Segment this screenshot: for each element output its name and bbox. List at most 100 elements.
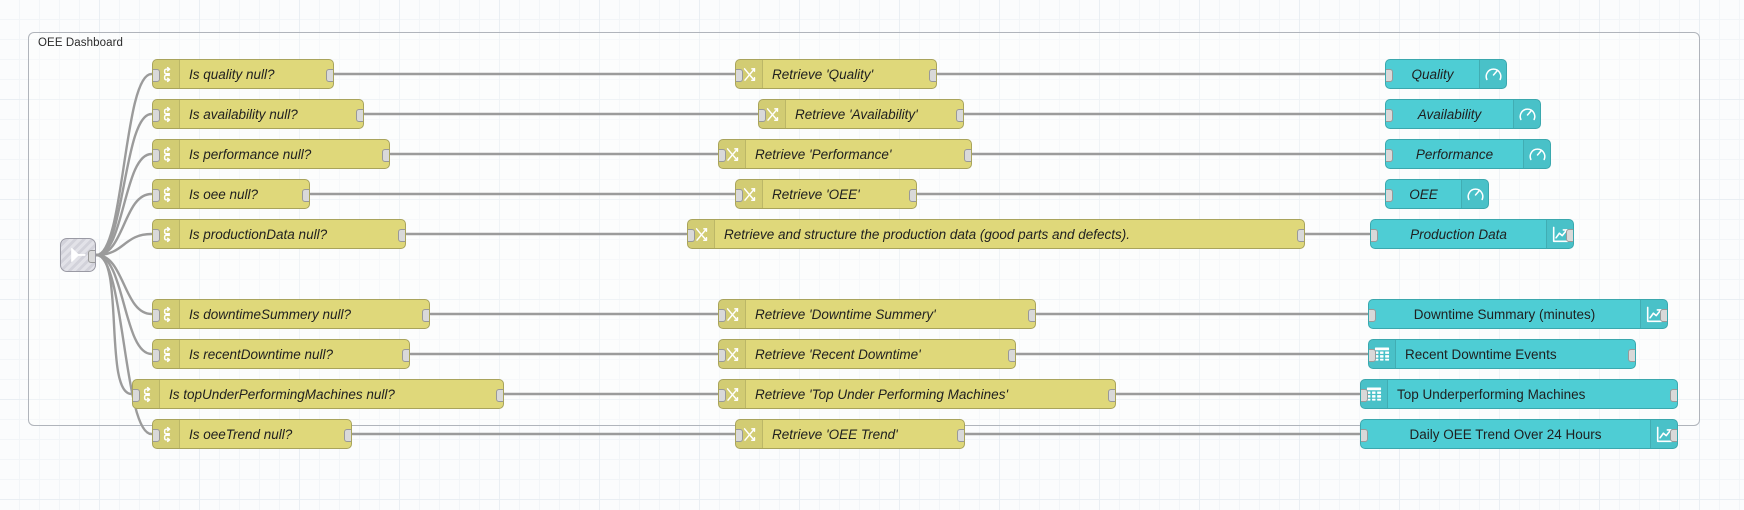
output-port[interactable] [929, 68, 936, 82]
node-label: Retrieve and structure the production da… [724, 226, 1130, 242]
input-port[interactable] [719, 148, 726, 162]
switch-is-productiondata-null[interactable]: Is productionData null? [152, 219, 406, 249]
output-port[interactable] [356, 108, 363, 122]
input-port[interactable] [1386, 108, 1393, 122]
input-port[interactable] [153, 188, 160, 202]
input-port[interactable] [153, 308, 160, 322]
input-port[interactable] [153, 348, 160, 362]
ui-gauge-performance[interactable]: Performance [1385, 139, 1551, 169]
output-port[interactable] [1008, 348, 1015, 362]
input-port[interactable] [719, 348, 726, 362]
node-label: Top Underperforming Machines [1397, 386, 1586, 402]
output-port[interactable] [398, 228, 405, 242]
input-port[interactable] [1361, 428, 1368, 442]
node-label: Is topUnderPerformingMachines null? [169, 386, 395, 402]
output-port[interactable] [1670, 428, 1677, 442]
switch-is-performance-null[interactable]: Is performance null? [152, 139, 390, 169]
switch-is-oee-null[interactable]: Is oee null? [152, 179, 310, 209]
output-port[interactable] [1028, 308, 1035, 322]
input-port[interactable] [153, 428, 160, 442]
output-port[interactable] [1628, 348, 1635, 362]
input-port[interactable] [1386, 68, 1393, 82]
ui-chart-daily-oee-trend[interactable]: Daily OEE Trend Over 24 Hours [1360, 419, 1678, 449]
change-retrieve-recent-downtime[interactable]: Retrieve 'Recent Downtime' [718, 339, 1016, 369]
node-label: OEE [1409, 186, 1438, 202]
ui-gauge-availability[interactable]: Availability [1385, 99, 1541, 129]
input-port[interactable] [153, 68, 160, 82]
input-port[interactable] [1386, 188, 1393, 202]
output-port[interactable] [1108, 388, 1115, 402]
input-port[interactable] [1369, 308, 1376, 322]
output-port[interactable] [344, 428, 351, 442]
input-port[interactable] [1386, 148, 1393, 162]
ui-chart-downtime-summary[interactable]: Downtime Summary (minutes) [1368, 299, 1668, 329]
output-port[interactable] [402, 348, 409, 362]
input-port[interactable] [719, 308, 726, 322]
node-label: Is downtimeSummery null? [189, 306, 352, 322]
link-in-node[interactable] [60, 238, 96, 272]
node-label: Performance [1415, 146, 1494, 162]
input-port[interactable] [736, 428, 743, 442]
output-port[interactable] [909, 188, 916, 202]
input-port[interactable] [133, 388, 140, 402]
ui-table-top-machines[interactable]: Top Underperforming Machines [1360, 379, 1678, 409]
change-retrieve-quality[interactable]: Retrieve 'Quality' [735, 59, 937, 89]
node-label: Is availability null? [189, 106, 298, 122]
ui-gauge-quality[interactable]: Quality [1385, 59, 1507, 89]
change-retrieve-downtime-sum[interactable]: Retrieve 'Downtime Summery' [718, 299, 1036, 329]
input-port[interactable] [719, 388, 726, 402]
output-port[interactable] [1566, 228, 1573, 242]
switch-is-oeetrend-null[interactable]: Is oeeTrend null? [152, 419, 352, 449]
input-port[interactable] [688, 228, 695, 242]
change-retrieve-oee-trend[interactable]: Retrieve 'OEE Trend' [735, 419, 965, 449]
chart-icon [1650, 420, 1677, 448]
output-port[interactable] [957, 428, 964, 442]
gauge-icon [1461, 180, 1488, 208]
node-label: Is oeeTrend null? [189, 426, 293, 442]
switch-is-recentdowntime-null[interactable]: Is recentDowntime null? [152, 339, 410, 369]
table-icon [1361, 380, 1388, 408]
change-retrieve-production[interactable]: Retrieve and structure the production da… [687, 219, 1305, 249]
node-label: Production Data [1410, 226, 1507, 242]
output-port[interactable] [88, 249, 95, 263]
output-port[interactable] [326, 68, 333, 82]
input-port[interactable] [1361, 388, 1368, 402]
change-retrieve-performance[interactable]: Retrieve 'Performance' [718, 139, 972, 169]
output-port[interactable] [1660, 308, 1667, 322]
node-label: Is recentDowntime null? [189, 346, 334, 362]
switch-is-availability-null[interactable]: Is availability null? [152, 99, 364, 129]
switch-icon [153, 300, 180, 328]
output-port[interactable] [422, 308, 429, 322]
node-label: Retrieve 'Performance' [755, 146, 892, 162]
node-label: Retrieve 'Quality' [772, 66, 874, 82]
node-label: Is performance null? [189, 146, 312, 162]
ui-gauge-oee[interactable]: OEE [1385, 179, 1489, 209]
change-retrieve-oee[interactable]: Retrieve 'OEE' [735, 179, 917, 209]
output-port[interactable] [1297, 228, 1304, 242]
switch-is-topunderperforming-null[interactable]: Is topUnderPerformingMachines null? [132, 379, 504, 409]
output-port[interactable] [496, 388, 503, 402]
output-port[interactable] [302, 188, 309, 202]
switch-is-quality-null[interactable]: Is quality null? [152, 59, 334, 89]
output-port[interactable] [382, 148, 389, 162]
node-label: Is productionData null? [189, 226, 328, 242]
change-retrieve-top-machines[interactable]: Retrieve 'Top Under Performing Machines' [718, 379, 1116, 409]
change-retrieve-availability[interactable]: Retrieve 'Availability' [758, 99, 964, 129]
input-port[interactable] [759, 108, 766, 122]
input-port[interactable] [153, 108, 160, 122]
output-port[interactable] [956, 108, 963, 122]
output-port[interactable] [1670, 388, 1677, 402]
ui-chart-production-data[interactable]: Production Data [1370, 219, 1574, 249]
node-label: Is quality null? [189, 66, 275, 82]
input-port[interactable] [736, 188, 743, 202]
output-port[interactable] [964, 148, 971, 162]
change-icon [759, 100, 786, 128]
input-port[interactable] [1369, 348, 1376, 362]
input-port[interactable] [1371, 228, 1378, 242]
switch-is-downtimesummery-null[interactable]: Is downtimeSummery null? [152, 299, 430, 329]
ui-table-recent-downtime[interactable]: Recent Downtime Events [1368, 339, 1636, 369]
input-port[interactable] [153, 228, 160, 242]
input-port[interactable] [153, 148, 160, 162]
input-port[interactable] [736, 68, 743, 82]
